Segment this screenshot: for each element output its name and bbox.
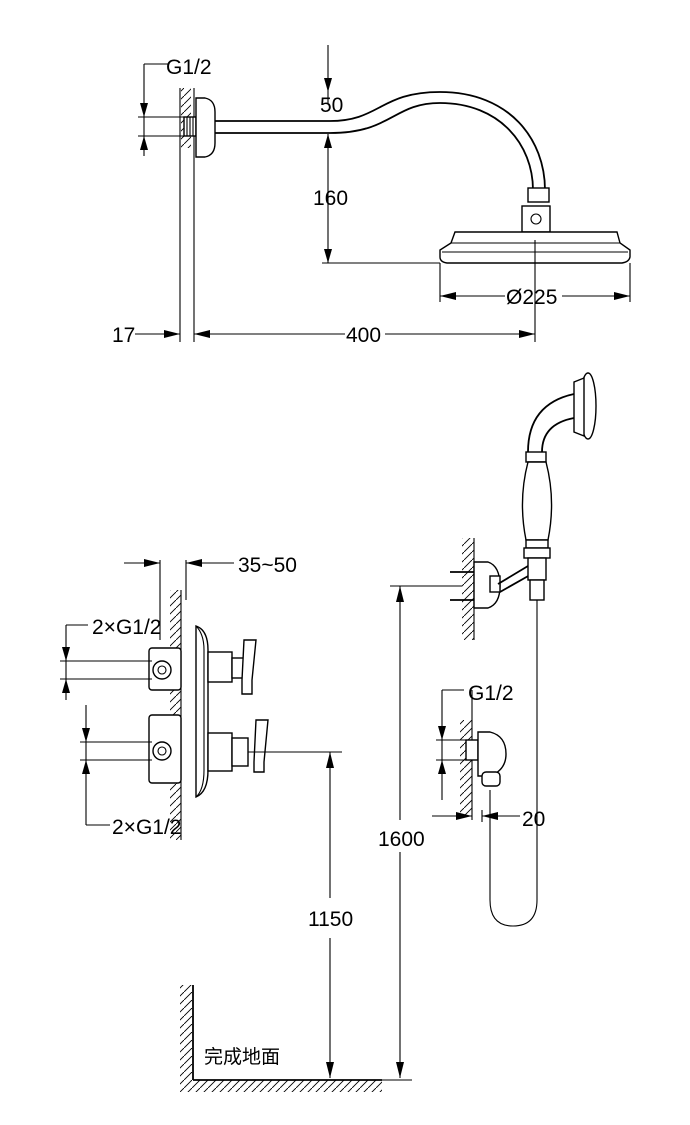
wall-hatch-outlet [460,720,472,816]
overhead-shower-view: 50 160 G1/2 Ø225 17 400 [112,45,631,347]
arm-drop-label: 50 [320,94,343,117]
thermostatic-valve-view: 35~50 2×G1/2 2×G1/2 [60,554,353,1078]
handset-handle [521,461,553,541]
outlet-thread [465,739,479,761]
handset-neck [527,393,575,453]
outlet-label: G1/2 [468,682,514,705]
valve-height-label: 1150 [308,908,353,931]
wall-depth-label: 35~50 [238,554,297,577]
head-diameter-label: Ø225 [506,286,557,309]
floor-wall-hatch [180,985,192,1080]
bottom-inlets-label: 2×G1/2 [112,816,181,839]
outlet-offset-label: 20 [522,808,545,831]
wall-outlet-elbow [477,731,507,777]
shower-arm [215,91,546,191]
head-drop-label: 160 [313,187,348,210]
finished-floor-label: 完成地面 [204,1046,280,1068]
diverter-lever [241,639,257,695]
arm-inlet-label: G1/2 [166,56,212,79]
top-inlets-label: 2×G1/2 [92,616,161,639]
holder-arm [497,565,529,585]
top-inlet-port [152,660,172,680]
finished-floor: 完成地面 [180,985,412,1092]
wall-hatch-holder [462,538,474,640]
arm-wall-flange [195,97,216,158]
shower-hose [489,790,538,927]
holder-height-label: 1600 [378,828,425,851]
diverter-spindle [207,651,233,683]
floor-hatch [180,1080,382,1092]
hand-shower-view: ǁ0ǁ G1/2 20 1600 [378,372,597,1078]
arm-length-label: 400 [346,324,381,347]
thermostat-spindle [207,732,233,772]
bottom-inlet-port [152,741,172,761]
head-swivel-nut [521,205,551,233]
valve-cover-plate [195,625,209,799]
thermostat-lever [253,719,269,773]
wall-offset-label: 17 [112,324,135,347]
